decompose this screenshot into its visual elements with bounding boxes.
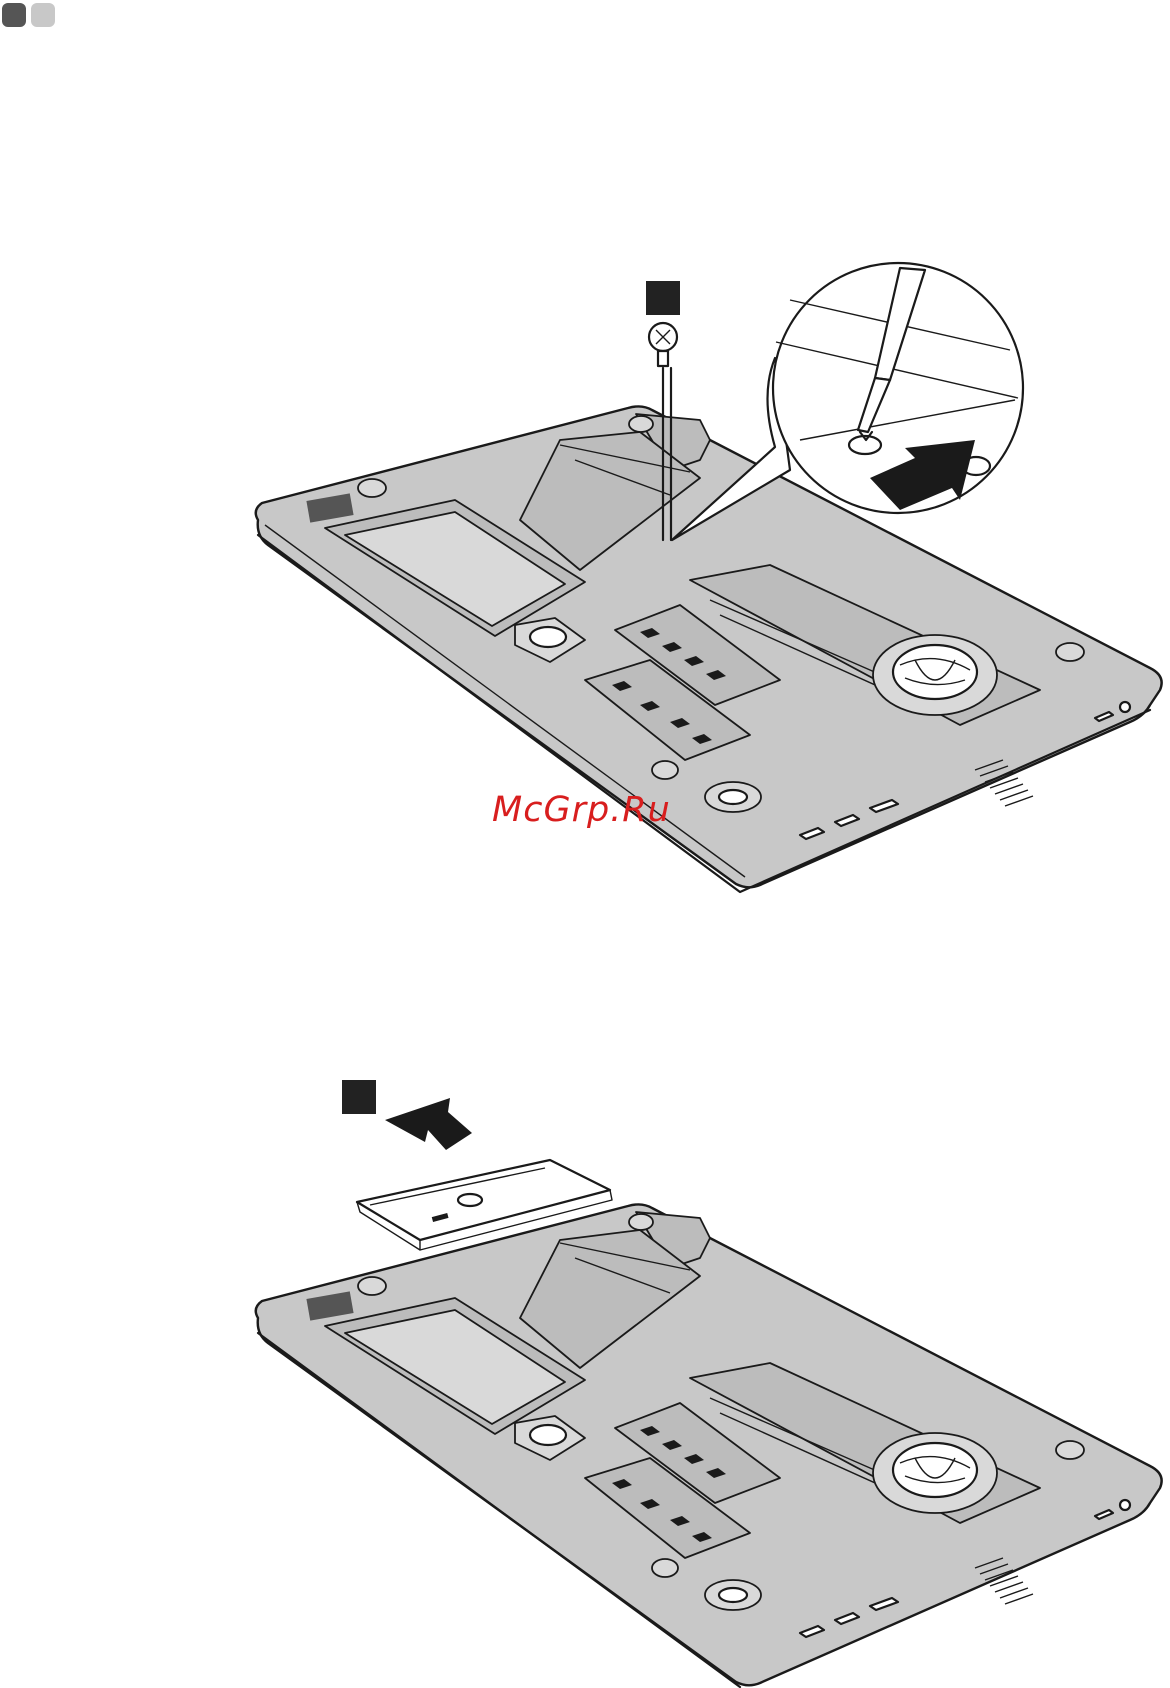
laptop-drive-illustration bbox=[0, 1050, 1170, 1688]
step-square-icon bbox=[646, 281, 680, 315]
pull-arrow-icon bbox=[385, 1098, 472, 1150]
watermark-text: McGrp.Ru bbox=[492, 790, 671, 830]
laptop-bottom-icon bbox=[256, 406, 1162, 892]
figure-remove-screw bbox=[0, 0, 1170, 900]
magnifier-callout-icon bbox=[672, 263, 1023, 540]
figure-remove-drive bbox=[0, 1050, 1170, 1688]
laptop-bottom-illustration bbox=[0, 0, 1170, 900]
step-square-icon bbox=[342, 1080, 376, 1114]
laptop-bottom-icon bbox=[256, 1204, 1162, 1687]
